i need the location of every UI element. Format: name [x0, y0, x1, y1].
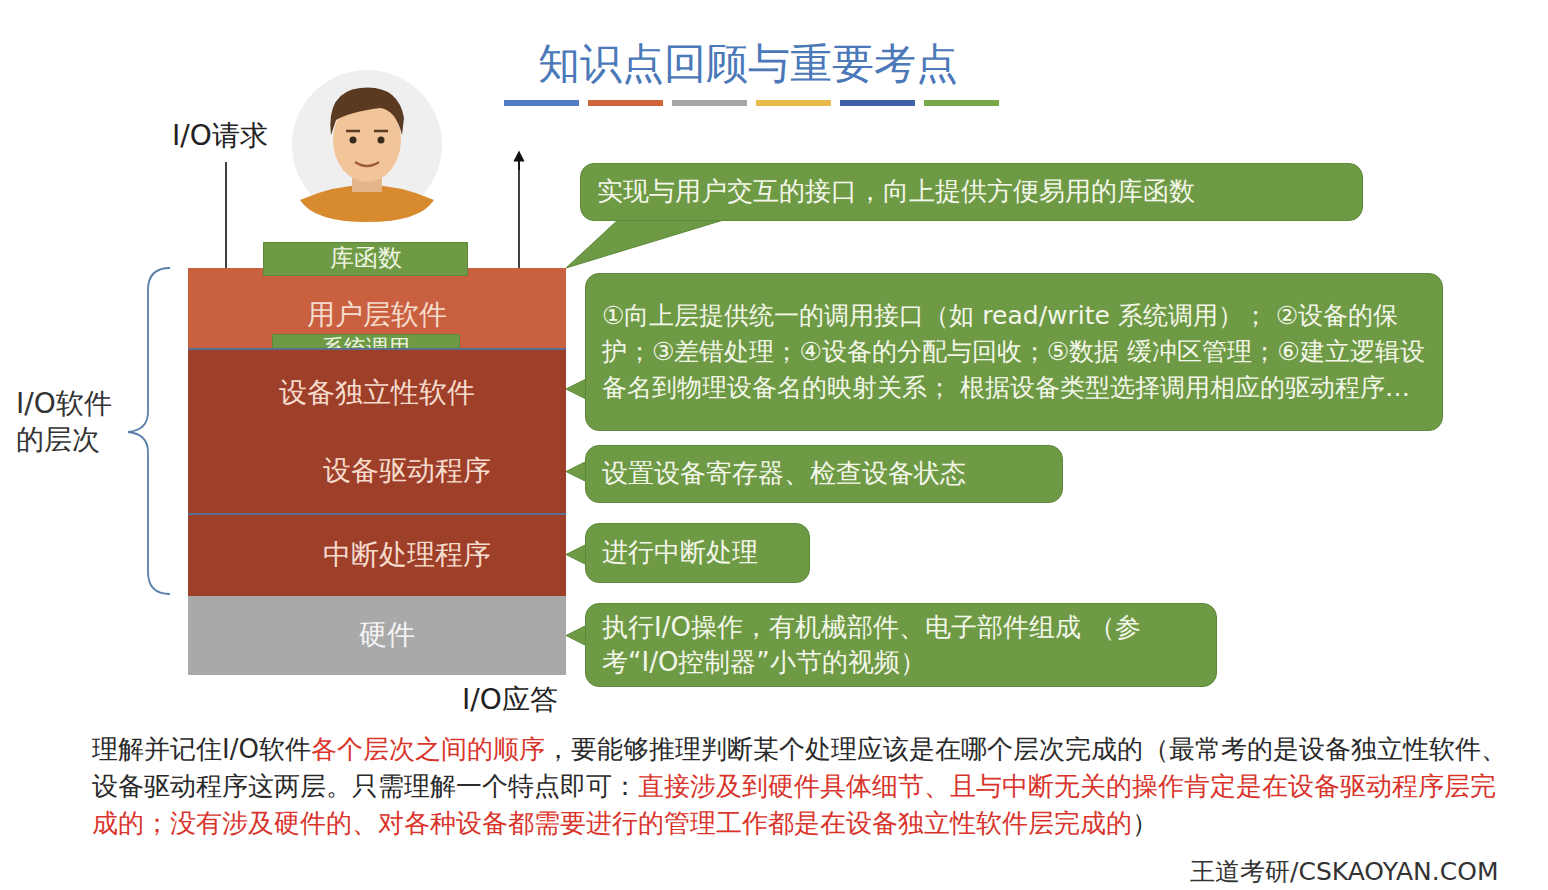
person-illustration: [292, 70, 442, 222]
node-text: 库函数: [330, 243, 402, 274]
layer-band: 硬件: [188, 596, 566, 675]
callout-tail: [566, 218, 730, 268]
node-text: 中断处理程序: [323, 537, 491, 573]
node-text: ①向上层提供统一的调用接口（如 read/write 系统调用）； ②设备的保护…: [602, 298, 1426, 407]
tag-box: 库函数: [263, 242, 468, 276]
callout-box: 进行中断处理: [585, 523, 810, 583]
io-request-label: I/O请求: [172, 118, 268, 154]
layer-band: 中断处理程序: [188, 513, 566, 596]
callout-box: 实现与用户交互的接口，向上提供方便易用的库函数: [580, 163, 1363, 221]
io-response-label: I/O应答: [462, 682, 558, 718]
note-text: ）: [1132, 808, 1158, 838]
note-highlight: 各个层次之间的顺序: [311, 734, 545, 764]
node-text: 执行I/O操作，有机械部件、电子部件组成 （参考“I/O控制器”小节的视频）: [602, 610, 1200, 680]
bracket: [128, 268, 170, 594]
callout-box: 设置设备寄存器、检查设备状态: [585, 445, 1063, 503]
callout-box: 执行I/O操作，有机械部件、电子部件组成 （参考“I/O控制器”小节的视频）: [585, 603, 1217, 687]
node-text: 进行中断处理: [602, 536, 758, 570]
node-text: 设备驱动程序: [323, 453, 491, 489]
title: 知识点回顾与重要考点: [0, 36, 1522, 92]
node-text: 设备独立性软件: [279, 375, 475, 411]
note-text: 理解并记住I/O软件: [92, 734, 311, 764]
callout-box: ①向上层提供统一的调用接口（如 read/write 系统调用）； ②设备的保护…: [585, 273, 1443, 431]
layer-band: 设备独立性软件: [188, 348, 566, 430]
layer-band: 设备驱动程序: [188, 430, 566, 513]
note-paragraph: 理解并记住I/O软件各个层次之间的顺序，要能够推理判断某个处理应该是在哪个层次完…: [92, 731, 1512, 842]
bracket-label: I/O软件 的层次: [16, 386, 136, 459]
node-text: 设置设备寄存器、检查设备状态: [602, 457, 966, 491]
node-text: 硬件: [359, 617, 415, 653]
watermark: 王道考研/CSKAOYAN.COM: [1190, 856, 1498, 889]
title-bars: [504, 100, 999, 106]
node-text: 实现与用户交互的接口，向上提供方便易用的库函数: [597, 175, 1195, 209]
node-text: 用户层软件: [307, 297, 447, 333]
